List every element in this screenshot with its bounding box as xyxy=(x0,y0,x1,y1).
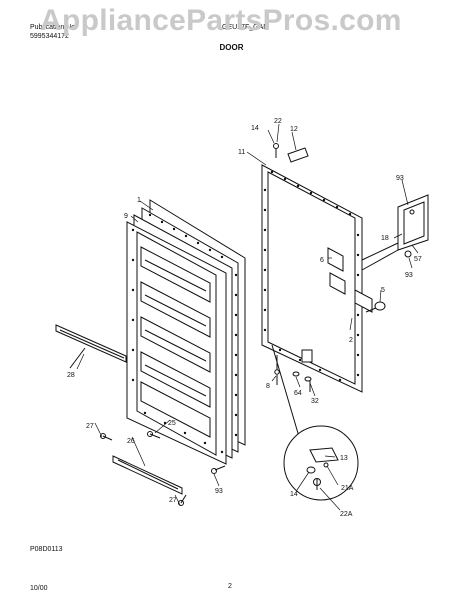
callout-27-b: 27 xyxy=(169,497,177,504)
gasket-rivets xyxy=(131,213,238,454)
callout-22a: 22A xyxy=(340,511,353,518)
callout-93-b: 93 xyxy=(405,272,413,279)
top-hinge-cover xyxy=(273,143,309,163)
callout-labels: 22 14 12 11 1 9 93 18 57 93 6 5 2 28 8 6… xyxy=(67,118,422,518)
callout-21a: 21A xyxy=(341,485,354,492)
callout-11: 11 xyxy=(238,149,245,156)
callout-28-left: 28 xyxy=(67,372,75,379)
bottom-rail xyxy=(100,431,226,506)
callout-8: 8 xyxy=(266,383,270,390)
callout-2: 2 xyxy=(349,337,353,344)
callout-64: 64 xyxy=(294,390,302,397)
callout-57: 57 xyxy=(414,256,422,263)
callout-27-a: 27 xyxy=(86,423,94,430)
footer-date: 10/00 xyxy=(30,585,48,592)
diagram-code: P08D0113 xyxy=(30,546,63,553)
callout-9: 9 xyxy=(124,213,128,220)
publication-number: 5995344172 xyxy=(30,33,69,40)
callout-6: 6 xyxy=(320,257,324,264)
callout-1: 1 xyxy=(137,197,141,204)
panel-rivets xyxy=(263,170,360,382)
diagram-title: DOOR xyxy=(219,43,244,52)
callout-22-top: 22 xyxy=(274,118,282,125)
leader-lines xyxy=(76,123,419,511)
callout-93-a: 93 xyxy=(396,175,404,182)
door-panel xyxy=(261,164,373,393)
callout-26: 26 xyxy=(127,438,135,445)
page-number: 2 xyxy=(228,583,232,590)
callout-5: 5 xyxy=(381,287,385,294)
callout-14-detail: 14 xyxy=(290,491,298,498)
callout-12: 12 xyxy=(290,126,298,133)
callout-25: 25 xyxy=(168,420,176,427)
door-liner xyxy=(126,199,246,465)
callout-93-c: 93 xyxy=(215,488,223,495)
model-number: GEU17F_GAM xyxy=(222,24,270,31)
callout-18: 18 xyxy=(381,235,389,242)
publication-label: Publication No. xyxy=(30,24,78,31)
callout-32: 32 xyxy=(311,398,319,405)
callout-14-top: 14 xyxy=(251,125,259,132)
callout-13: 13 xyxy=(340,455,348,462)
shelf-rail xyxy=(55,324,127,369)
watermark: AppliancePartsPros.com xyxy=(40,4,402,37)
